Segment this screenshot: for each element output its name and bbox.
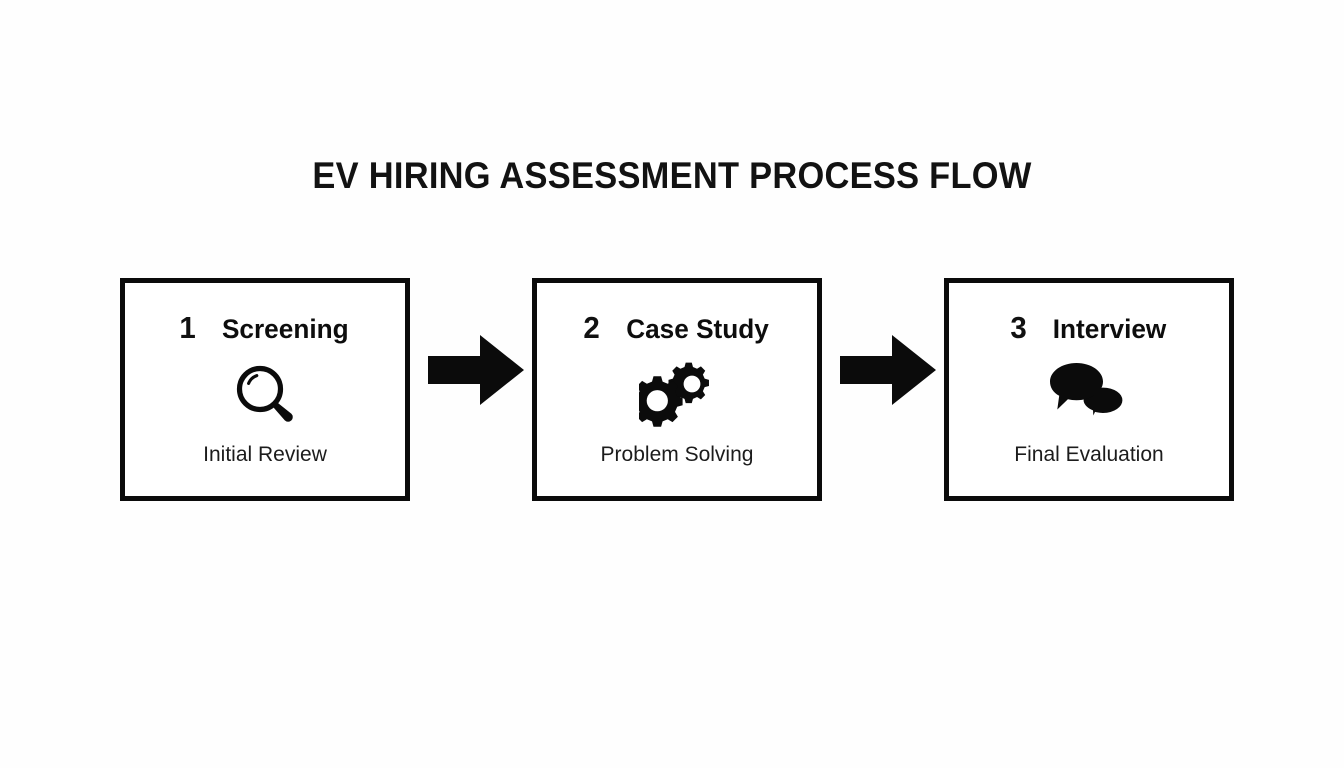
step-header: 2 Case Study bbox=[537, 312, 817, 352]
step-number: 2 bbox=[583, 310, 600, 345]
page-title: EV HIRING ASSESSMENT PROCESS FLOW bbox=[312, 155, 1032, 196]
step-caption: Problem Solving bbox=[600, 443, 754, 466]
magnifying-glass-icon bbox=[125, 359, 405, 429]
arrow-right-icon bbox=[840, 335, 936, 405]
step-number: 1 bbox=[179, 310, 196, 345]
step-header: 3 Interview bbox=[949, 312, 1229, 352]
speech-bubbles-icon bbox=[949, 359, 1229, 429]
step-caption: Initial Review bbox=[203, 443, 327, 466]
step-number: 3 bbox=[1010, 310, 1027, 345]
gears-icon bbox=[537, 359, 817, 429]
step-card-screening[interactable]: 1 Screening Initial Review bbox=[120, 278, 410, 501]
step-title: Case Study bbox=[626, 314, 769, 344]
step-title: Interview bbox=[1052, 314, 1167, 344]
arrow-right-icon bbox=[428, 335, 524, 405]
step-card-interview[interactable]: 3 Interview Final Evaluation bbox=[944, 278, 1234, 501]
process-flow-row: 1 Screening Initial Review bbox=[0, 278, 1344, 503]
step-header: 1 Screening bbox=[125, 312, 405, 352]
step-card-case-study[interactable]: 2 Case Study Problem Solving bbox=[532, 278, 822, 501]
step-title: Screening bbox=[222, 314, 349, 344]
step-caption: Final Evaluation bbox=[1014, 443, 1164, 466]
